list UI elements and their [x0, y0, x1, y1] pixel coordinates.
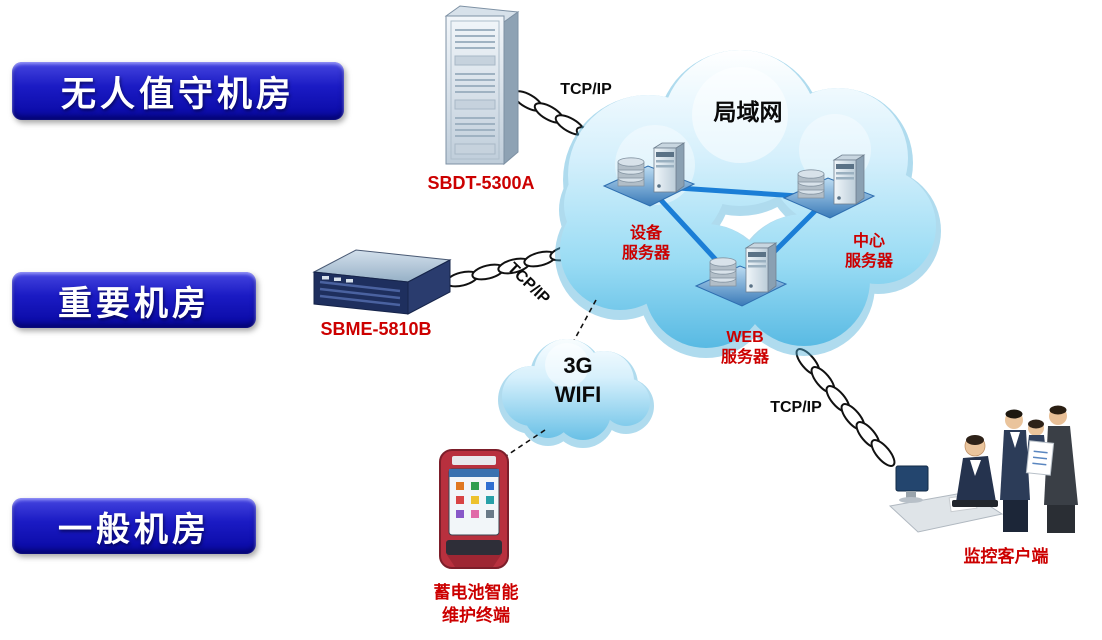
server-rack-icon	[444, 5, 520, 166]
dashed-link-wifi-to-terminal	[499, 429, 546, 461]
tcpip-label-top: TCP/IP	[560, 81, 612, 98]
web-server-label: WEB 服务器	[720, 329, 769, 366]
room-label-text: 无人值守机房	[60, 74, 295, 114]
rackmount-device-icon	[312, 249, 452, 315]
tcpip-label-bottom: TCP/IP	[770, 399, 822, 416]
room-label-important: 重要机房	[12, 272, 256, 328]
room-label-unmanned: 无人值守机房	[12, 62, 344, 120]
client-photo	[888, 405, 1078, 533]
handheld-terminal-icon	[439, 449, 509, 569]
terminal-label: 蓄电池智能 维护终端	[433, 583, 519, 625]
center-server-label: 中心 服务器	[844, 233, 893, 270]
wifi-cloud-label: 3G WIFI	[554, 353, 602, 407]
lan-label: 局域网	[713, 99, 783, 125]
wifi-cloud	[498, 339, 654, 448]
client-label: 监控客户端	[963, 547, 1049, 566]
rack-model-label: SBDT-5300A	[427, 173, 535, 193]
room-label-text: 一般机房	[58, 510, 210, 549]
chain-link-lan-to-client	[795, 348, 896, 467]
room-label-general: 一般机房	[12, 498, 256, 554]
device-server-label: 设备 服务器	[621, 225, 670, 262]
room-label-text: 重要机房	[58, 284, 210, 323]
rackmount-model-label: SBME-5810B	[320, 319, 432, 339]
